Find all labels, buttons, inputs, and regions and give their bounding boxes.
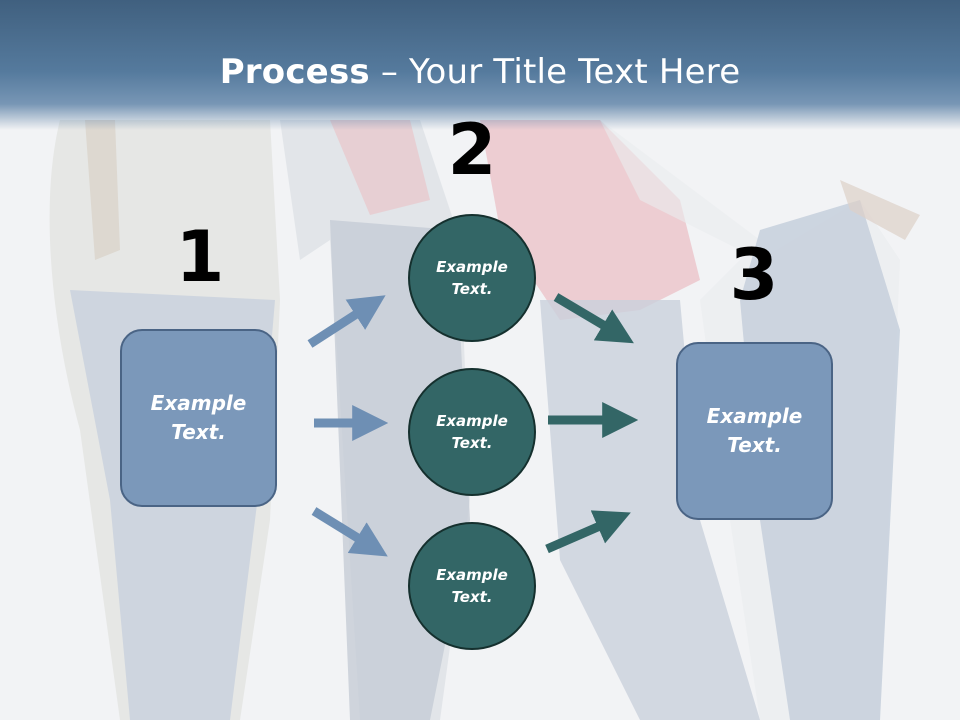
step-1-text: Example Text. <box>150 391 247 444</box>
step-2-circle-bottom: Example Text. <box>408 522 536 650</box>
circle-bottom-text: Example Text. <box>436 565 508 607</box>
step-3-box: Example Text. <box>676 342 833 520</box>
slide-title: Process – Your Title Text Here <box>0 52 960 92</box>
step-3-text: Example Text. <box>706 404 803 457</box>
title-rest: – Your Title Text Here <box>369 52 741 92</box>
step-number-3: 3 <box>729 234 779 316</box>
title-bold: Process <box>219 52 370 92</box>
step-number-2: 2 <box>447 109 497 191</box>
arrow-in-bottom <box>311 507 388 557</box>
step-1-box: Example Text. <box>120 329 277 507</box>
step-number-1: 1 <box>175 216 225 298</box>
circle-middle-text: Example Text. <box>436 411 508 453</box>
arrow-out-bottom <box>545 510 631 554</box>
arrow-in-top <box>307 295 386 348</box>
arrow-out-top <box>553 293 634 344</box>
step-2-circle-middle: Example Text. <box>408 368 536 496</box>
title-bar <box>0 0 960 130</box>
circle-top-text: Example Text. <box>436 257 508 299</box>
step-2-circle-top: Example Text. <box>408 214 536 342</box>
